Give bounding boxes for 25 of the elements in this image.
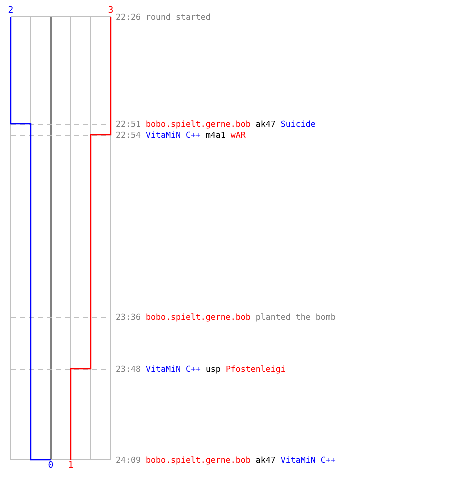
time-label: 22:51 [116,119,141,129]
time-label: 22:54 [116,130,141,140]
count-label: 3 [108,6,114,16]
player-name: Suicide [280,119,316,129]
event-text: round started [146,12,211,22]
player-name: bobo.spielt.gerne.bob [146,119,251,129]
count-label: 0 [48,461,54,471]
time-label: 22:26 [116,12,141,22]
time-label: 23:36 [116,312,141,322]
event-text: planted the bomb [256,312,336,322]
player-name: bobo.spielt.gerne.bob [146,455,251,465]
player-name: bobo.spielt.gerne.bob [146,312,251,322]
count-label: 2 [8,6,14,16]
player-name: VitaMiN C++ [146,364,201,374]
weapon-name: usp [206,364,221,374]
player-name: Pfostenleigi [226,364,286,374]
time-label: 23:48 [116,364,141,374]
player-name: VitaMiN C++ [280,455,336,465]
weapon-name: ak47 [256,119,276,129]
weapon-name: ak47 [256,455,276,465]
player-name: wAR [230,130,246,140]
weapon-name: m4a1 [206,130,226,140]
player-name: VitaMiN C++ [146,130,201,140]
count-label: 1 [68,461,74,471]
time-label: 24:09 [116,455,141,465]
